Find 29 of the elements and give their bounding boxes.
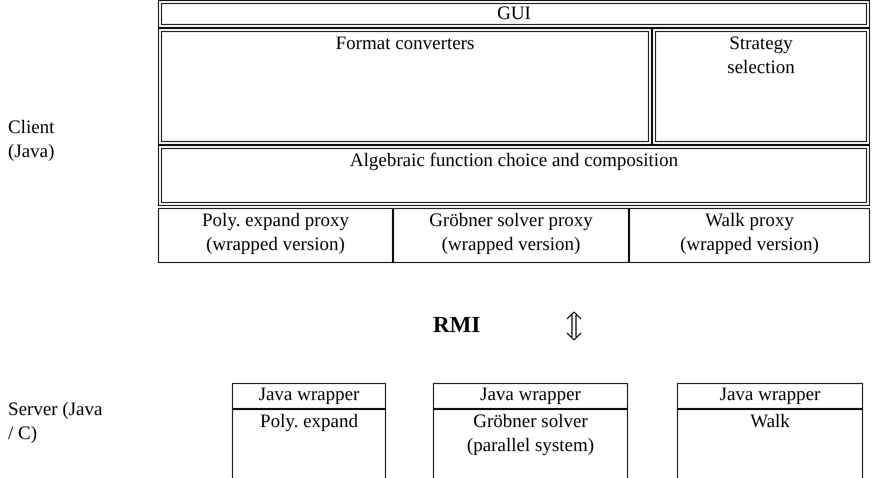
box-text: Poly. expand proxy (wrapped version) <box>200 209 350 257</box>
box-text: Walk <box>749 410 791 434</box>
layer-box <box>158 145 870 206</box>
component-box <box>232 409 386 478</box>
layer-box <box>158 0 870 28</box>
layer-label: Server (Java / C) <box>8 398 104 446</box>
wrapper-box <box>433 383 628 409</box>
box-text: Strategy selection <box>726 32 796 80</box>
wrapper-box <box>677 383 863 409</box>
component-box <box>677 409 863 478</box>
wrapper-box <box>232 383 386 409</box>
proxy-box <box>629 208 870 263</box>
layer-box <box>652 28 870 145</box>
box-text: Gröbner solver proxy (wrapped version) <box>428 209 594 257</box>
box-text: Java wrapper <box>479 384 582 406</box>
box-text: Gröbner solver (parallel system) <box>466 410 596 458</box>
proxy-box <box>393 208 629 263</box>
proxy-box <box>158 208 393 263</box>
box-text: Algebraic function choice and composition <box>348 149 680 173</box>
box-text: Java wrapper <box>258 384 360 406</box>
box-text: Poly. expand <box>259 410 359 434</box>
box-text: Format converters <box>334 32 476 56</box>
box-text: Walk proxy (wrapped version) <box>679 209 820 257</box>
box-text: GUI <box>496 4 532 24</box>
layer-label: Client (Java) <box>8 116 56 164</box>
box-text: Java wrapper <box>718 384 822 406</box>
protocol-label: RMI <box>433 313 480 337</box>
component-box <box>433 409 628 478</box>
layer-box <box>158 28 652 145</box>
